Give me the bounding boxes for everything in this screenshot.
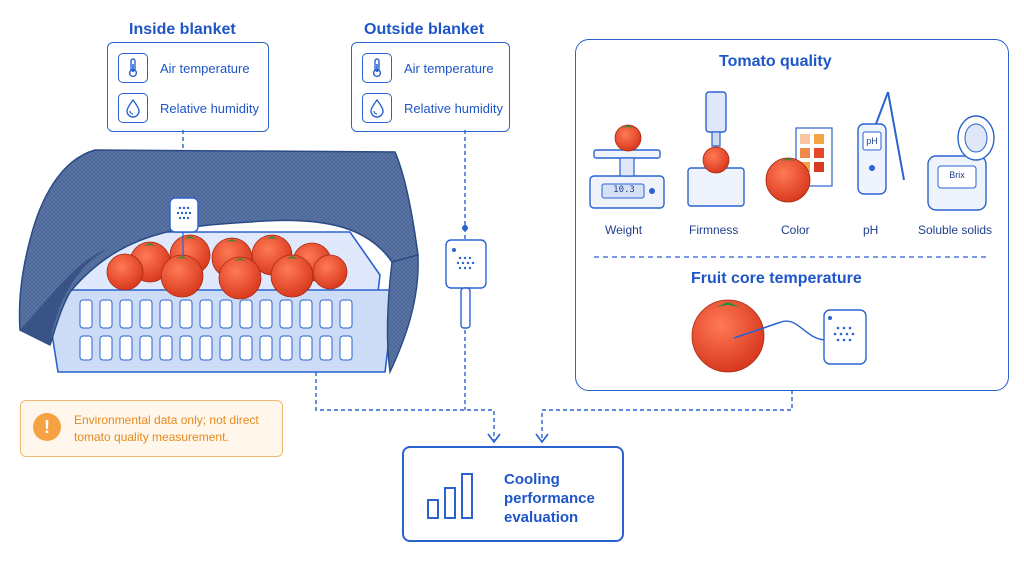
refractometer-screen: Brix bbox=[949, 170, 965, 180]
scale-icon bbox=[589, 124, 665, 209]
bar-chart-icon bbox=[427, 473, 473, 519]
firmness-label: Firmness bbox=[689, 223, 739, 237]
thermometer-icon bbox=[362, 53, 392, 83]
soluble-solids-label: Soluble solids bbox=[918, 223, 993, 237]
evaluation-line-3: evaluation bbox=[504, 509, 579, 526]
fruit-core-temperature-title: Fruit core temperature bbox=[691, 270, 862, 287]
ph-meter-screen: pH bbox=[866, 136, 878, 146]
blanket bbox=[18, 149, 419, 375]
inside-sensor-card: Air temperature Relative humidity bbox=[107, 42, 269, 132]
quality-instruments bbox=[589, 91, 995, 373]
outside-air-temperature-label: Air temperature bbox=[404, 60, 494, 76]
crate-to-evaluation-line bbox=[315, 372, 495, 440]
color-label: Color bbox=[781, 223, 810, 237]
inside-air-temperature-label: Air temperature bbox=[160, 60, 250, 76]
crate-tomatoes bbox=[106, 234, 348, 300]
firmness-tester-icon bbox=[687, 91, 745, 207]
ph-label: pH bbox=[863, 223, 879, 237]
water-drop-icon bbox=[362, 93, 392, 123]
arrow-right-head bbox=[535, 433, 549, 444]
inside-relative-humidity-label: Relative humidity bbox=[160, 100, 259, 116]
scale-readout: 10.3 bbox=[613, 185, 635, 195]
inside-air-temperature-row: Air temperature bbox=[118, 53, 250, 83]
thermometer-icon bbox=[118, 53, 148, 83]
cooling-performance-evaluation-box: Cooling performance evaluation bbox=[402, 446, 624, 542]
outside-probe-dot bbox=[462, 225, 468, 231]
warning-text: Environmental data only; not direct toma… bbox=[74, 413, 259, 444]
evaluation-line-2: performance bbox=[504, 490, 595, 507]
outside-relative-humidity-label: Relative humidity bbox=[404, 100, 503, 116]
inside-blanket-title: Inside blanket bbox=[129, 21, 236, 38]
water-drop-icon bbox=[118, 93, 148, 123]
evaluation-line-1: Cooling bbox=[504, 471, 560, 488]
warning-note: ! Environmental data only; not direct to… bbox=[20, 400, 283, 457]
outside-sensor-device bbox=[445, 239, 487, 329]
exclamation-icon: ! bbox=[33, 413, 61, 441]
refractometer-icon bbox=[927, 115, 995, 211]
arrow-left-head bbox=[487, 433, 501, 444]
tomato-quality-panel: Tomato quality bbox=[575, 39, 1009, 391]
crate-tomato-stems bbox=[144, 236, 298, 261]
weight-label: Weight bbox=[605, 223, 643, 237]
inside-sensor-device bbox=[169, 197, 199, 256]
inside-relative-humidity-row: Relative humidity bbox=[118, 93, 259, 123]
outside-air-temperature-row: Air temperature bbox=[362, 53, 494, 83]
tomato-quality-title: Tomato quality bbox=[719, 53, 832, 70]
quality-to-evaluation-line bbox=[541, 390, 793, 440]
color-chart-icon bbox=[765, 127, 833, 203]
outside-blanket-title: Outside blanket bbox=[364, 21, 485, 38]
outside-relative-humidity-row: Relative humidity bbox=[362, 93, 503, 123]
evaluation-label: Cooling performance evaluation bbox=[504, 470, 595, 527]
core-temperature-illustration bbox=[691, 299, 867, 373]
ph-meter-icon bbox=[857, 91, 905, 195]
outside-sensor-card: Air temperature Relative humidity bbox=[351, 42, 510, 132]
